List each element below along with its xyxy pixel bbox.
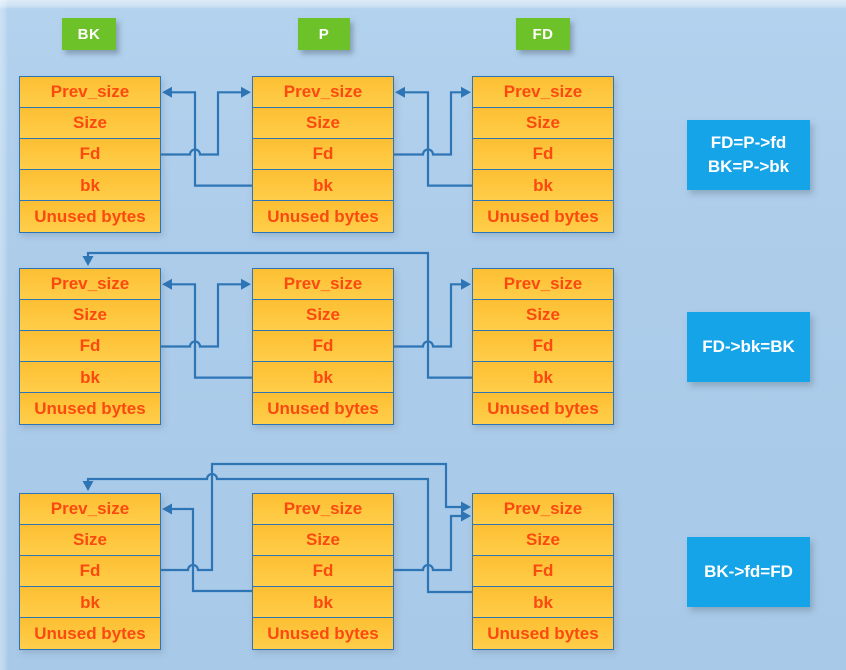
arrowhead-icon-r2-p-bk-to-bk	[162, 278, 172, 290]
chunk-bk-row2: Prev_size Size Fd bk Unused bytes	[19, 268, 161, 425]
chunk-cell-unused: Unused bytes	[19, 617, 161, 650]
chunk-cell-bk: bk	[252, 586, 394, 619]
chunk-fd-row3: Prev_size Size Fd bk Unused bytes	[472, 493, 614, 650]
chunk-cell-fd: Fd	[472, 330, 614, 363]
chunk-cell-fd: Fd	[19, 138, 161, 171]
chunk-cell-unused: Unused bytes	[19, 392, 161, 425]
chunk-cell-size: Size	[472, 299, 614, 332]
arrowhead-icon-r1-bk-fd-to-p	[241, 86, 251, 98]
annotation-step2-line1: FD->bk=BK	[702, 337, 795, 356]
chunk-cell-fd: Fd	[252, 555, 394, 588]
annotation-step1: FD=P->fd BK=P->bk	[687, 120, 810, 190]
chunk-fd-row2: Prev_size Size Fd bk Unused bytes	[472, 268, 614, 425]
chunk-cell-bk: bk	[472, 586, 614, 619]
chunk-bk-row3: Prev_size Size Fd bk Unused bytes	[19, 493, 161, 650]
arrowhead-icon-r2-bk-fd-to-p	[241, 278, 251, 290]
chunk-cell-size: Size	[19, 524, 161, 557]
pointer-line-r2-bk-fd-to-p	[161, 283, 242, 348]
chunk-cell-unused: Unused bytes	[252, 200, 394, 233]
chunk-cell-bk: bk	[472, 169, 614, 202]
pointer-line-r2-p-fd-to-fd	[394, 283, 462, 348]
chunk-cell-unused: Unused bytes	[252, 392, 394, 425]
chunk-cell-prev-size: Prev_size	[19, 76, 161, 109]
pointer-line-r1-fd-bk-to-p	[404, 91, 472, 187]
chunk-cell-bk: bk	[19, 169, 161, 202]
chunk-cell-prev-size: Prev_size	[252, 493, 394, 526]
arrowhead-icon-r1-p-bk-to-bk	[162, 86, 172, 98]
arrowhead-icon-r1-p-fd-to-fd	[461, 86, 471, 98]
arrowhead-icon-r2-fd-bk-to-bk	[82, 256, 94, 266]
chunk-cell-size: Size	[252, 524, 394, 557]
arrowhead-icon-r3-p-bk-to-bk	[162, 503, 172, 515]
column-label-p: P	[298, 18, 350, 50]
chunk-cell-unused: Unused bytes	[472, 392, 614, 425]
chunk-cell-fd: Fd	[19, 555, 161, 588]
chunk-cell-size: Size	[472, 524, 614, 557]
chunk-cell-prev-size: Prev_size	[472, 493, 614, 526]
chunk-cell-fd: Fd	[19, 330, 161, 363]
chunk-cell-unused: Unused bytes	[19, 200, 161, 233]
chunk-cell-size: Size	[252, 299, 394, 332]
column-label-bk: BK	[62, 18, 116, 50]
annotation-step1-line1: FD=P->fd	[710, 133, 787, 152]
chunk-cell-fd: Fd	[472, 555, 614, 588]
chunk-p-row2: Prev_size Size Fd bk Unused bytes	[252, 268, 394, 425]
arrowhead-icon-r2-p-fd-to-fd	[461, 278, 471, 290]
annotation-step3-line1: BK->fd=FD	[704, 562, 793, 581]
chunk-cell-fd: Fd	[472, 138, 614, 171]
chunk-cell-prev-size: Prev_size	[252, 268, 394, 301]
chunk-cell-bk: bk	[19, 586, 161, 619]
chunk-cell-unused: Unused bytes	[252, 617, 394, 650]
arrowhead-icon-r1-fd-bk-to-p	[395, 86, 405, 98]
annotation-step3: BK->fd=FD	[687, 537, 810, 607]
chunk-cell-unused: Unused bytes	[472, 617, 614, 650]
pointer-line-r1-p-bk-to-bk	[171, 91, 252, 187]
chunk-cell-prev-size: Prev_size	[252, 76, 394, 109]
chunk-cell-prev-size: Prev_size	[19, 268, 161, 301]
arrowhead-icon-r3-bk-fd-to-fd	[461, 501, 471, 513]
chunk-bk-row1: Prev_size Size Fd bk Unused bytes	[19, 76, 161, 233]
pointer-line-r1-p-fd-to-fd	[394, 91, 462, 156]
chunk-cell-prev-size: Prev_size	[19, 493, 161, 526]
chunk-cell-fd: Fd	[252, 330, 394, 363]
column-label-fd: FD	[516, 18, 570, 50]
pointer-line-r3-p-fd-to-fd	[394, 514, 462, 572]
chunk-cell-size: Size	[472, 107, 614, 140]
chunk-cell-prev-size: Prev_size	[472, 268, 614, 301]
chunk-cell-bk: bk	[252, 361, 394, 394]
chunk-fd-row1: Prev_size Size Fd bk Unused bytes	[472, 76, 614, 233]
annotation-step1-line2: BK=P->bk	[707, 157, 790, 176]
chunk-p-row1: Prev_size Size Fd bk Unused bytes	[252, 76, 394, 233]
chunk-cell-bk: bk	[252, 169, 394, 202]
arrowhead-icon-r3-fd-bk-to-bk	[82, 481, 94, 491]
chunk-cell-bk: bk	[19, 361, 161, 394]
pointer-line-r2-p-bk-to-bk	[171, 283, 252, 379]
chunk-p-row3: Prev_size Size Fd bk Unused bytes	[252, 493, 394, 650]
chunk-cell-size: Size	[19, 299, 161, 332]
annotation-step2: FD->bk=BK	[687, 312, 810, 382]
pointer-line-r3-p-bk-to-bk	[171, 507, 252, 593]
chunk-cell-fd: Fd	[252, 138, 394, 171]
chunk-cell-unused: Unused bytes	[472, 200, 614, 233]
chunk-cell-prev-size: Prev_size	[472, 76, 614, 109]
chunk-cell-bk: bk	[472, 361, 614, 394]
chunk-cell-size: Size	[252, 107, 394, 140]
arrowhead-icon-r3-p-fd-to-fd	[461, 510, 471, 522]
pointer-line-r1-bk-fd-to-p	[161, 91, 242, 156]
chunk-cell-size: Size	[19, 107, 161, 140]
